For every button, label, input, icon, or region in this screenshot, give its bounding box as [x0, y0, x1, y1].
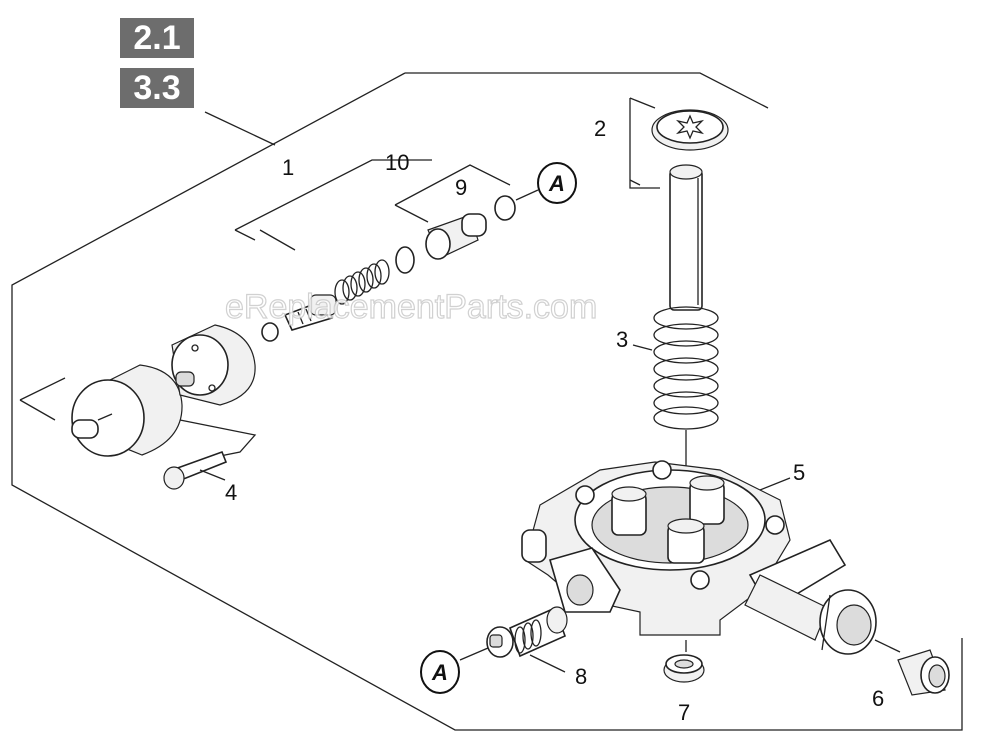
part-outlet-nipple [744, 574, 877, 655]
section-badge-2-1: 2.1 [120, 18, 194, 58]
part-4-bolt [163, 450, 228, 490]
part-3-spring [653, 306, 719, 430]
part-o-ring-medium [395, 246, 415, 274]
part-2-cap [651, 109, 729, 151]
leader-nipple [874, 639, 901, 653]
leader-4 [199, 469, 226, 481]
connector-a-top: A [537, 162, 577, 204]
part-7-seal [663, 654, 705, 683]
bracket-part-10 [394, 164, 511, 223]
callout-3: 3 [616, 327, 628, 352]
diagram-frame [11, 72, 963, 731]
callout-2: 2 [594, 116, 606, 141]
part-valve-stem [283, 294, 337, 331]
leader-5 [759, 477, 791, 491]
callout-6: 6 [872, 686, 884, 711]
svg-text:A: A [431, 660, 448, 685]
leader-spring [632, 344, 653, 351]
callout-7: 7 [678, 700, 690, 725]
callout-5: 5 [793, 460, 805, 485]
part-6-plug [897, 649, 950, 696]
badge-leader [204, 111, 276, 146]
part-piston-rod [669, 164, 703, 311]
part-8-valve [486, 606, 568, 658]
callout-10: 10 [385, 150, 409, 175]
leader-8 [529, 654, 566, 673]
connector-a-bottom: A [420, 650, 460, 694]
callout-1: 1 [282, 155, 294, 180]
part-5-pump-housing [521, 460, 847, 636]
leader-a-bottom [459, 647, 489, 661]
leader-a-top [515, 189, 539, 201]
part-o-ring-small [261, 322, 279, 342]
part-valve-spring [334, 259, 390, 305]
callout-4: 4 [225, 480, 237, 505]
part-10-fitting [425, 213, 487, 260]
callout-8: 8 [575, 664, 587, 689]
bracket-part-2 [629, 97, 660, 189]
part-valve-body [171, 324, 256, 406]
svg-text:A: A [548, 171, 565, 196]
section-badge-3-3: 3.3 [120, 68, 194, 108]
part-9-o-ring [494, 195, 516, 221]
watermark-text: eReplacementParts.com [225, 288, 597, 326]
bracket-part-1 [234, 159, 432, 251]
part-valve-cap [71, 364, 183, 457]
callout-9: 9 [455, 175, 467, 200]
